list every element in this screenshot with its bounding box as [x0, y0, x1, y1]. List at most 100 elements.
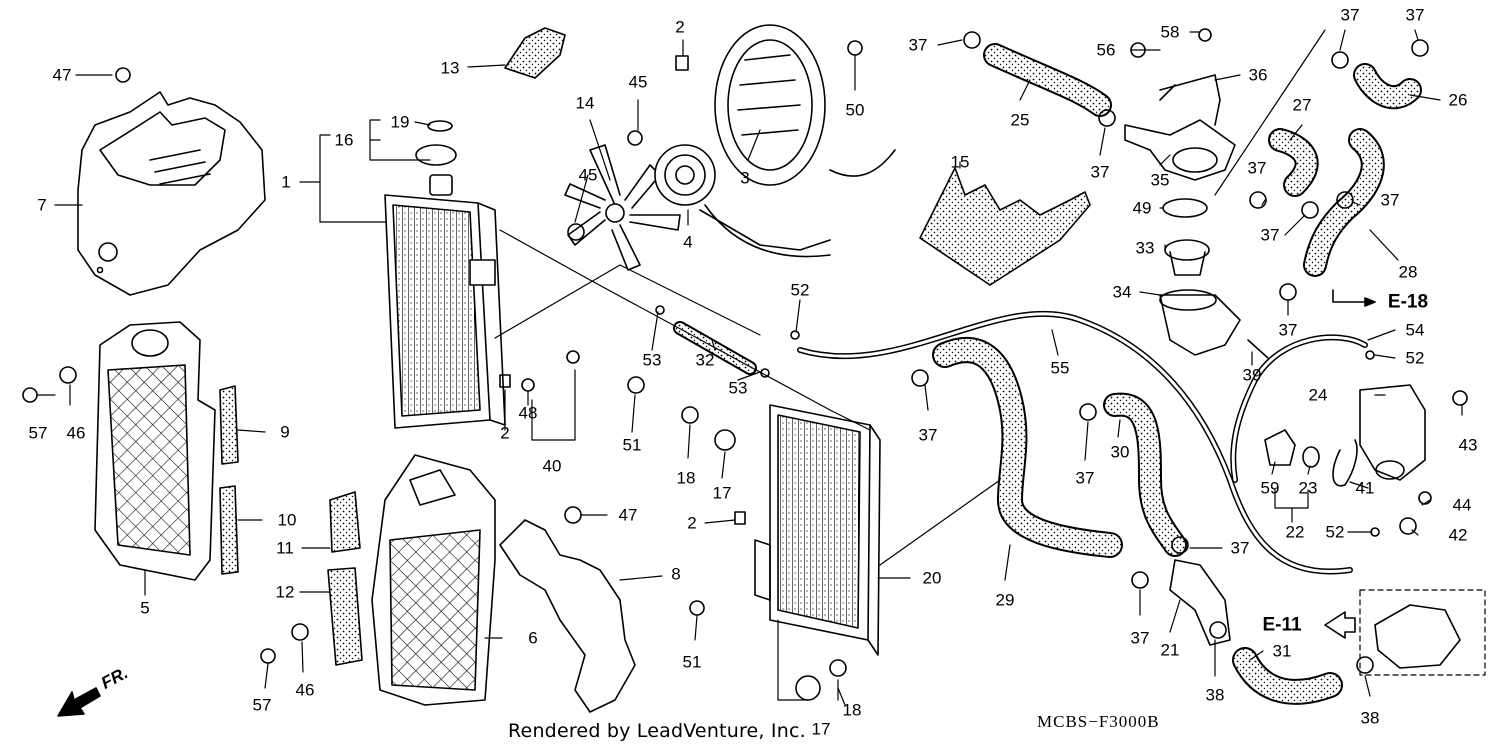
callout-45: 45: [578, 165, 598, 185]
callout-31: 31: [1272, 641, 1292, 661]
reserve-tank-part: [1359, 384, 1426, 481]
callout-27: 27: [1292, 95, 1312, 115]
callout-12: 12: [275, 582, 295, 602]
callout-30: 30: [1110, 442, 1130, 462]
credit-text: Rendered by LeadVenture, Inc.: [508, 720, 806, 742]
thermostat-cover-part: [1124, 119, 1236, 181]
callout-52: 52: [1325, 522, 1345, 542]
callout-56: 56: [1096, 40, 1116, 60]
radiator-grille-right-part: [371, 454, 496, 706]
callout-24: 24: [1308, 385, 1328, 405]
callout-16: 16: [334, 130, 354, 150]
callout-36: 36: [1248, 65, 1268, 85]
callout-37: 37: [1340, 5, 1360, 25]
overflow-tube-55-part: [798, 312, 1352, 573]
inset-box: [1359, 589, 1486, 676]
callout-47: 47: [52, 65, 72, 85]
callout-15: 15: [950, 152, 970, 172]
fan-motor-part: [654, 144, 831, 258]
callout-37: 37: [1230, 538, 1250, 558]
callout-45: 45: [628, 72, 648, 92]
callout-55: 55: [1050, 358, 1070, 378]
callout-29: 29: [995, 590, 1015, 610]
callout-49: 49: [1132, 198, 1152, 218]
radiator-grille-left-part: [94, 321, 216, 581]
callout-10: 10: [277, 510, 297, 530]
callout-37: 37: [908, 35, 928, 55]
callout-37: 37: [1090, 162, 1110, 182]
e11-arrow: [1324, 611, 1356, 639]
callout-37: 37: [1075, 468, 1095, 488]
callout-23: 23: [1298, 478, 1318, 498]
callout-25: 25: [1010, 110, 1030, 130]
callout-46: 46: [66, 423, 86, 443]
foam-seal-15-part: [919, 167, 1091, 286]
callout-4: 4: [683, 232, 693, 252]
callout-43: 43: [1458, 435, 1478, 455]
hose-31-part: [1234, 649, 1341, 703]
radiator-cap-part: [415, 144, 457, 166]
callout-37: 37: [1380, 190, 1400, 210]
callout-21: 21: [1160, 640, 1180, 660]
hose-27-part: [1270, 130, 1317, 195]
callout-48: 48: [518, 403, 538, 423]
diagram-code: MCBS−F3000B: [1037, 712, 1160, 731]
foam-10-part: [219, 485, 239, 575]
radiator-main-part: [384, 174, 506, 429]
callout-33: 33: [1135, 238, 1155, 258]
callout-37: 37: [1130, 628, 1150, 648]
callout-9: 9: [280, 422, 290, 442]
reference-e11: E-11: [1262, 614, 1302, 636]
tank-seal-part: [1302, 446, 1320, 468]
callout-2: 2: [675, 17, 685, 37]
callout-38: 38: [1205, 685, 1225, 705]
water-pump-inset-part: [1374, 604, 1461, 669]
callout-11: 11: [276, 538, 294, 558]
callout-54: 54: [1405, 320, 1425, 340]
hose-28-part: [1305, 130, 1383, 275]
e18-arrow: [1332, 289, 1366, 303]
callout-37: 37: [1278, 320, 1298, 340]
callout-22: 22: [1285, 522, 1305, 542]
callout-5: 5: [140, 598, 150, 618]
callout-44: 44: [1452, 495, 1472, 515]
callout-47: 47: [618, 505, 638, 525]
callout-37: 37: [1260, 225, 1280, 245]
callout-38: 38: [1360, 708, 1380, 728]
callout-57: 57: [28, 423, 48, 443]
hose-clamps: [911, 31, 1429, 674]
callout-1: 1: [281, 172, 291, 192]
callout-39: 39: [1242, 365, 1262, 385]
callout-34: 34: [1112, 282, 1132, 302]
callout-52: 52: [790, 280, 810, 300]
callout-42: 42: [1448, 525, 1468, 545]
callout-14: 14: [575, 93, 595, 113]
callout-2: 2: [500, 423, 510, 443]
shroud-lower-part: [499, 519, 636, 713]
callout-19: 19: [390, 112, 410, 132]
thermostat-housing-part: [1159, 289, 1241, 356]
radiator-lower-part: [754, 404, 881, 656]
callout-18: 18: [676, 468, 696, 488]
callout-35: 35: [1150, 170, 1170, 190]
callout-20: 20: [922, 568, 942, 588]
callout-17: 17: [811, 719, 831, 739]
hose-25-part: [985, 45, 1110, 115]
fan-shroud-part: [714, 24, 896, 186]
callout-58: 58: [1160, 22, 1180, 42]
reference-e18: E-18: [1387, 291, 1429, 313]
foam-12-part: [327, 567, 363, 666]
callout-17: 17: [712, 483, 732, 503]
stay-41-part: [1332, 439, 1358, 487]
callout-7: 7: [37, 195, 47, 215]
front-arrow-icon: [57, 687, 101, 717]
callout-51: 51: [682, 652, 702, 672]
callout-53: 53: [728, 378, 748, 398]
callout-37: 37: [1405, 5, 1425, 25]
callout-46: 46: [295, 680, 315, 700]
callout-59: 59: [1260, 478, 1280, 498]
callout-50: 50: [845, 100, 865, 120]
callout-26: 26: [1448, 90, 1468, 110]
callout-18: 18: [842, 700, 862, 720]
